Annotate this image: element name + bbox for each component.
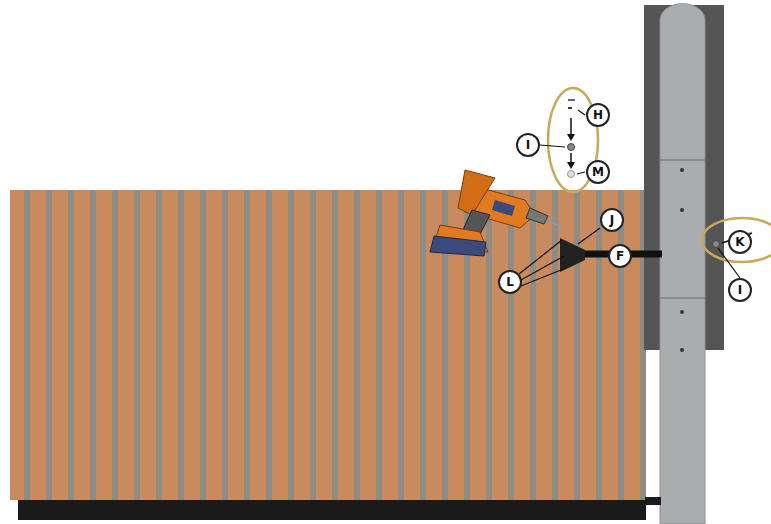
screw-sequence	[567, 100, 575, 178]
post	[660, 4, 705, 524]
callout-text: I	[526, 139, 530, 151]
callout-letter: H	[586, 103, 610, 127]
rail-joint	[645, 497, 661, 505]
callout-letter: J	[600, 208, 624, 232]
bracket-plate	[560, 238, 585, 272]
leader-lines	[519, 110, 752, 286]
callout-letter: K	[728, 230, 752, 254]
callout-text: H	[593, 109, 603, 121]
corrugated-panel	[10, 190, 646, 500]
callout-letter: I	[516, 133, 540, 157]
callout-letter: M	[586, 160, 610, 184]
callout-text: K	[735, 236, 744, 248]
callout-text: F	[616, 250, 624, 262]
callout-text: M	[592, 166, 604, 178]
callout-letter: L	[498, 270, 522, 294]
callout-text: I	[738, 284, 742, 296]
fastener-group	[702, 218, 771, 262]
callout-letter: F	[608, 244, 632, 268]
callout-text: J	[610, 214, 614, 226]
post-holes	[680, 168, 684, 352]
drill	[430, 170, 563, 256]
base-rail	[18, 500, 646, 520]
post-joints	[660, 160, 705, 298]
callout-text: L	[506, 276, 514, 288]
callout-letter: I	[728, 278, 752, 302]
